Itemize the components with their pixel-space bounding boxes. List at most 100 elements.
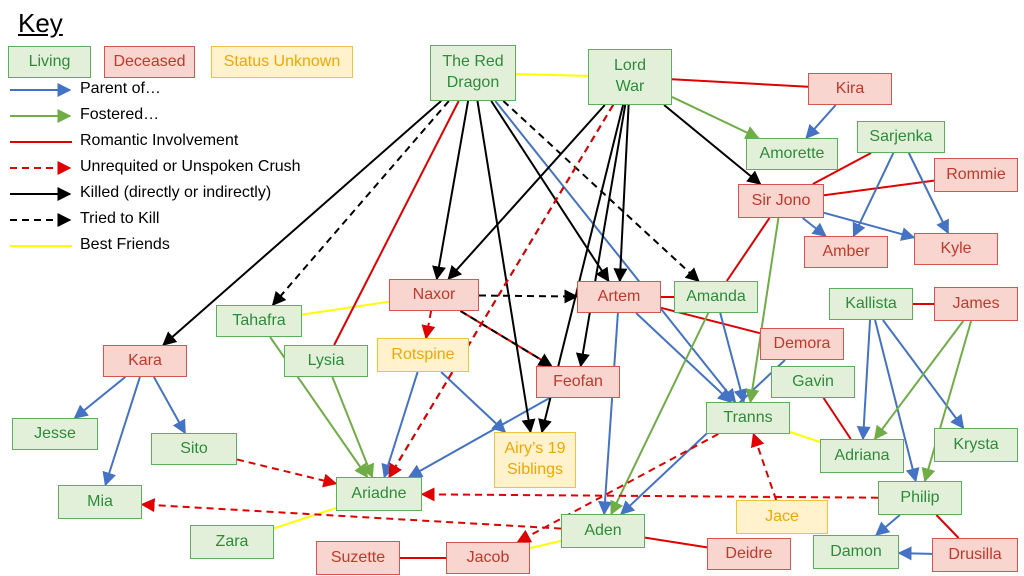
node-gavin: Gavin [771,366,855,398]
edge-killed-reddragon-kara [162,100,442,346]
node-tranns: Tranns [706,402,790,434]
node-gavin-label: Gavin [792,372,834,390]
edge-foster-lordwar-amorette [671,96,760,139]
edge-romance-sirjono-amanda [726,217,771,282]
edge-romance-sirjono-rommie [823,179,935,197]
node-amber-label: Amber [822,242,870,260]
node-airy-label: Airy’s 19 [504,440,566,458]
edge-parent-kara-mia [102,376,141,487]
edge-foster-amanda-aden [610,312,710,516]
node-artem: Artem [577,281,661,313]
node-jacob-label: Jacob [466,548,510,566]
node-philip: Philip [878,481,962,515]
edge-foster-james-adriana [873,320,965,441]
edge-killed-lordwar-sirjono [663,104,762,185]
legend-swatch-tried [10,213,72,227]
legend-label-parent: Parent of… [80,80,161,97]
edge-tried-naxor-feofan [459,310,553,367]
node-kara: Kara [103,345,187,377]
legend-label-crush: Unrequited or Unspoken Crush [80,158,301,175]
node-kallista: Kallista [829,288,913,320]
edge-parent-kara-sito [153,376,186,435]
edge-killed-lordwar-artem [613,104,630,283]
node-rommie: Rommie [934,158,1018,192]
edge-parent-sarjenka-kyle [907,152,950,235]
edge-parent-sirjono-kyle [823,211,916,241]
edge-killed-lordwar-naxor [447,104,606,281]
node-rotspine: Rotspine [377,338,469,372]
legend-row-romance: Romantic Involvement [8,131,328,153]
node-zara: Zara [190,525,274,559]
node-demora: Demora [760,328,844,360]
node-tahafra-label: Tahafra [232,311,286,329]
node-tahafra: Tahafra [216,305,302,337]
edge-crush-sito-ariadne [236,458,338,488]
legend-label-tried: Tried to Kill [80,210,160,227]
edge-parent-demora-aden [620,359,786,515]
edge-parent-philip-damon [875,514,901,536]
node-naxor: Naxor [389,279,479,311]
edge-killed-reddragon-artem [490,100,610,283]
edge-romance-gavin-adriana [822,397,852,440]
legend-swatch-killed [10,187,72,201]
node-lysia: Lysia [284,345,368,377]
edge-killed-lordwar-feofan [575,104,627,368]
node-lordwar-label: Lord [613,57,647,75]
edge-foster-sirjono-tranns [745,217,780,404]
edge-crush-naxor-rotspine [421,310,436,340]
node-jesse-label: Jesse [34,424,76,442]
node-feofan-label: Feofan [553,372,603,390]
node-rotspine-label: Rotspine [391,345,455,363]
edge-crush-aden-mia [140,498,562,530]
node-suzette: Suzette [316,541,400,575]
node-aden: Aden [561,514,645,548]
node-sito: Sito [151,433,237,465]
edge-crush-jace-tranns [750,432,778,501]
edge-parent-reddragon-tranns [494,100,737,404]
node-james-label: James [952,294,1000,312]
edge-romance-aden-deidre [644,536,708,549]
legend-label-killed: Killed (directly or indirectly) [80,184,272,201]
node-kyle: Kyle [914,233,998,265]
edge-parent-rotspine-ariadne [381,371,419,479]
key-status-deceased: Deceased [104,46,195,78]
edge-romance-philip-drusilla [935,514,960,539]
legend-row-killed: Killed (directly or indirectly) [8,183,328,205]
edge-parent-amanda-tranns [719,312,748,404]
legend-swatch-crush [10,161,72,175]
node-mia: Mia [58,485,142,519]
node-suzette-label: Suzette [330,548,386,566]
node-sito-label: Sito [180,439,208,457]
node-jesse: Jesse [12,418,98,450]
node-feofan: Feofan [536,366,620,398]
node-jacob: Jacob [446,542,530,574]
node-sirjono: Sir Jono [738,184,824,218]
node-naxor-label: Naxor [412,285,456,303]
node-reddragon-label: The Red [442,53,504,71]
node-sarjenka: Sarjenka [857,121,945,153]
edge-parent-kira-amorette [805,104,837,140]
edge-foster-james-philip [921,320,973,483]
node-amber: Amber [804,236,888,268]
node-lysia-label: Lysia [307,351,345,369]
node-amanda-label: Amanda [686,287,746,305]
node-amanda: Amanda [674,281,758,313]
node-rommie-label: Rommie [946,165,1006,183]
edge-parent-artem-aden [598,312,619,516]
node-kira: Kira [808,73,892,105]
edge-crush-philip-ariadne [420,487,879,502]
key-status-living: Living [8,46,91,78]
legend-row-parent: Parent of… [8,79,328,101]
legend-label-romance: Romantic Involvement [80,132,239,149]
legend-row-friends: Best Friends [8,235,328,257]
node-kallista-label: Kallista [845,294,897,312]
legend-row-foster: Fostered… [8,105,328,127]
edge-friends-zara-ariadne [273,507,337,530]
edge-friends-jacob-aden [529,539,562,550]
node-ariadne-label: Ariadne [351,484,407,502]
edge-parent-kallista-philip [874,319,920,483]
node-mia-label: Mia [87,492,113,510]
